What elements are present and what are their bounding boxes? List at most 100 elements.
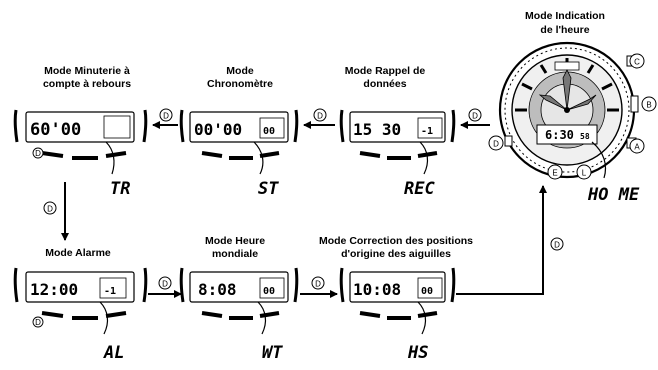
watch-hand-correction-lcd-sub-box bbox=[417, 277, 443, 299]
label-timekeeping-line2: de l'heure bbox=[540, 24, 589, 36]
watch-timekeeping-lcd-sub: 58 bbox=[580, 132, 590, 141]
watch-worldtime-bracket-right bbox=[293, 267, 299, 303]
watch-worldtime-dash-right bbox=[259, 311, 280, 318]
watch-countdown-d-button bbox=[32, 147, 44, 159]
watch-worldtime-lcd-main: 8:08 bbox=[198, 280, 237, 299]
watch-timekeeping-crown-b bbox=[630, 95, 639, 113]
watch-button-a: A bbox=[629, 138, 645, 154]
d-marker-stopwatch-to-countdown: D bbox=[159, 108, 173, 122]
watch-countdown-d-label: D bbox=[35, 149, 41, 158]
button-a-label: A bbox=[634, 143, 640, 152]
watch-hand-correction-lcd bbox=[349, 271, 446, 303]
d-marker-label: D bbox=[317, 112, 323, 121]
button-b-circle bbox=[641, 96, 657, 112]
watch-stopwatch-bracket-left bbox=[179, 109, 185, 143]
watch-timekeeping-bezel-ticks bbox=[504, 47, 630, 173]
button-b-label: B bbox=[646, 101, 651, 110]
watch-alarm-dash-left bbox=[41, 311, 64, 318]
label-hand-correction-line1: Mode Correction des positions bbox=[319, 235, 473, 247]
watch-stopwatch-code: ST bbox=[258, 179, 279, 199]
watch-timekeeping-third-hand bbox=[566, 94, 597, 111]
watch-recall-bracket-left bbox=[339, 109, 345, 143]
watch-worldtime-code: WT bbox=[262, 343, 283, 363]
watch-stopwatch-dash-right bbox=[259, 151, 280, 158]
watch-stopwatch-lcd-main: 00'00 bbox=[194, 120, 242, 139]
d-marker-circle bbox=[43, 201, 57, 215]
label-countdown-line2: compte à rebours bbox=[43, 78, 131, 90]
watch-timekeeping-pointer bbox=[591, 141, 607, 179]
watch-timekeeping: 6:30 58 C B A D E L H bbox=[488, 41, 657, 205]
watch-hand-correction-dash-right bbox=[417, 311, 438, 318]
watch-worldtime-bracket-left bbox=[179, 267, 185, 303]
watch-alarm-pointer bbox=[99, 301, 109, 335]
watch-stopwatch-dash-left bbox=[201, 151, 223, 158]
watch-countdown-code: TR bbox=[110, 179, 130, 199]
watch-countdown-bracket-right bbox=[142, 109, 148, 143]
watch-stopwatch-pointer bbox=[253, 141, 264, 175]
watch-recall-lcd-main: 15 30 bbox=[353, 120, 401, 139]
watch-recall-lcd-sub-box bbox=[417, 117, 443, 139]
watch-alarm-bracket-left bbox=[13, 267, 19, 303]
flow-arrows bbox=[61, 121, 547, 298]
d-marker-label: D bbox=[554, 241, 560, 250]
d-marker-correction-to-time: D bbox=[550, 237, 564, 251]
watch-button-l: L bbox=[576, 164, 592, 180]
d-marker-time-to-recall: D bbox=[468, 108, 482, 122]
label-recall-line2: données bbox=[363, 78, 406, 90]
watch-worldtime-dash-left bbox=[201, 311, 223, 318]
watch-countdown-dash-left bbox=[41, 151, 64, 158]
button-d-circle bbox=[488, 135, 504, 151]
button-c-circle bbox=[629, 53, 645, 69]
watch-recall-dash-left bbox=[359, 151, 381, 158]
watch-countdown-pointer bbox=[105, 141, 115, 175]
watch-recall-lcd bbox=[349, 111, 446, 143]
label-worldtime-line2: mondiale bbox=[212, 248, 258, 260]
watch-stopwatch-lcd bbox=[189, 111, 289, 143]
watch-hand-correction-bracket-right bbox=[450, 267, 456, 303]
watch-hand-correction-dash-left bbox=[359, 311, 381, 318]
watch-recall-lcd-sub: -1 bbox=[421, 126, 433, 137]
label-hand-correction: Mode Correction des positions d'origine … bbox=[319, 235, 473, 260]
d-marker-circle bbox=[158, 276, 172, 290]
watch-countdown-lcd bbox=[25, 111, 135, 143]
watch-countdown-lcd-sub bbox=[103, 115, 131, 139]
watch-recall: 15 30 -1 REC bbox=[339, 109, 456, 199]
d-marker-circle bbox=[468, 108, 482, 122]
watch-timekeeping-minute-hand bbox=[562, 69, 572, 111]
watch-timekeeping-lcd bbox=[536, 124, 598, 145]
watch-button-b: B bbox=[641, 96, 657, 112]
watch-alarm-d-button bbox=[32, 316, 44, 328]
label-recall-line1: Mode Rappel de bbox=[345, 65, 426, 77]
watch-countdown-bracket-left bbox=[13, 109, 19, 143]
arrow-correction-to-time bbox=[456, 185, 547, 295]
watch-recall-bracket-right bbox=[450, 109, 456, 143]
watch-button-d: D bbox=[488, 135, 504, 151]
button-l-circle bbox=[576, 164, 592, 180]
d-marker-label: D bbox=[47, 205, 53, 214]
watch-alarm-lcd-main: 12:00 bbox=[30, 280, 78, 299]
watch-hand-correction-lcd-sub: 00 bbox=[421, 286, 433, 297]
d-marker-circle bbox=[311, 276, 325, 290]
watch-timekeeping-crown-d bbox=[504, 135, 513, 147]
label-countdown: Mode Minuterie à compte à rebours bbox=[43, 65, 131, 90]
label-stopwatch-line2: Chronomètre bbox=[207, 78, 273, 90]
watch-worldtime-lcd bbox=[189, 271, 289, 303]
watch-alarm-lcd-sub: -1 bbox=[104, 286, 116, 297]
watch-countdown-lcd-main: 60'00 bbox=[30, 120, 81, 140]
watch-alarm-bracket-right bbox=[142, 267, 148, 303]
watch-worldtime-pointer bbox=[257, 301, 267, 335]
watch-timekeeping-lcd-main: 6:30 bbox=[545, 128, 574, 142]
arrow-d-markers: D D D D D D D bbox=[43, 108, 564, 290]
watch-alarm: 12:00 -1 D AL bbox=[13, 267, 148, 363]
label-worldtime: Mode Heure mondiale bbox=[205, 235, 265, 260]
button-l-label: L bbox=[582, 169, 587, 178]
button-e-label: E bbox=[552, 169, 557, 178]
d-marker-alarm-to-worldtime: D bbox=[158, 276, 172, 290]
label-timekeeping-line1: Mode Indication bbox=[525, 10, 605, 22]
label-timekeeping: Mode Indication de l'heure bbox=[525, 10, 605, 36]
watch-worldtime-lcd-sub-box bbox=[259, 277, 285, 299]
watch-countdown: 60'00 D TR bbox=[13, 109, 148, 199]
watch-timekeeping-code: HO ME bbox=[587, 185, 640, 205]
watch-stopwatch-lcd-sub: 00 bbox=[263, 126, 275, 137]
